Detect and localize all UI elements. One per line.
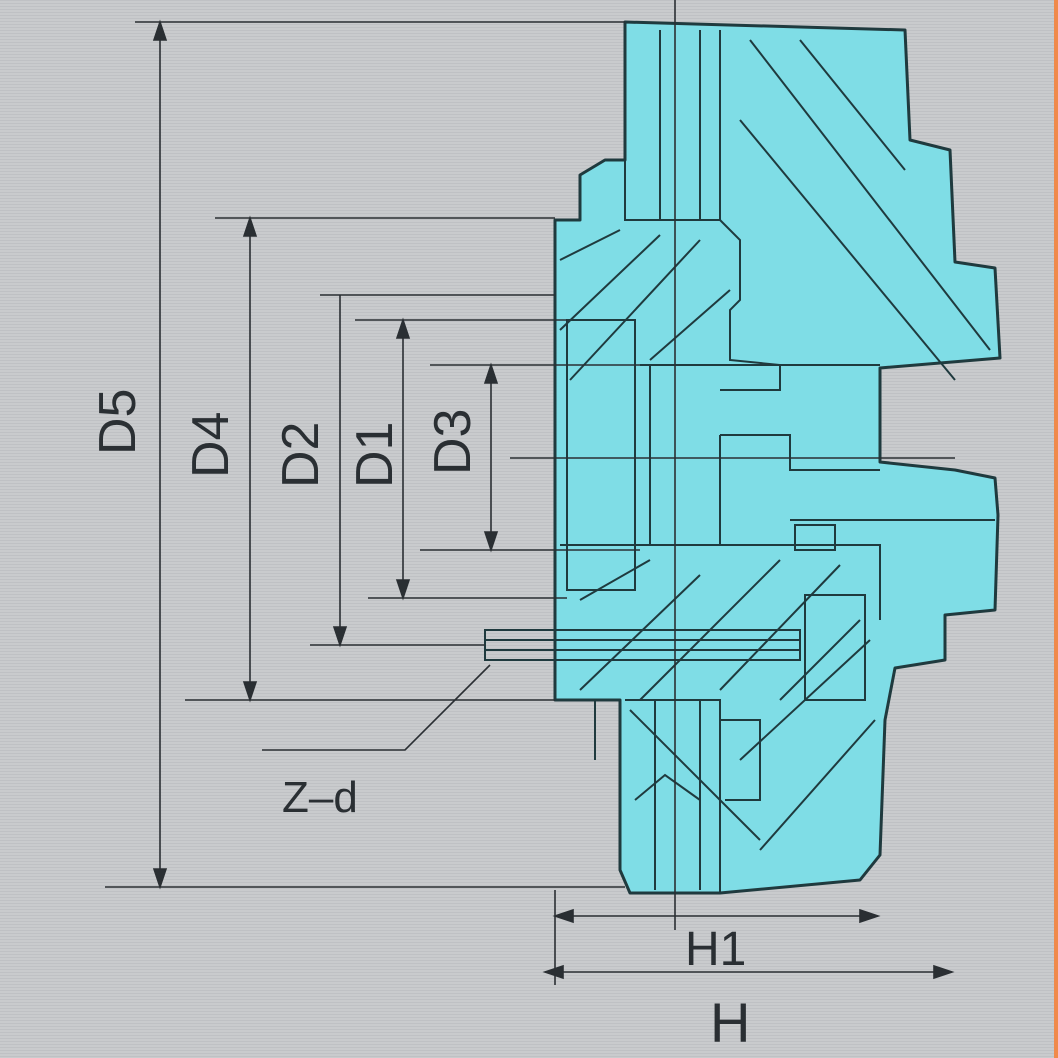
label-d5: D5 — [89, 389, 147, 455]
label-d2: D2 — [272, 422, 330, 488]
label-d3: D3 — [424, 409, 482, 475]
label-d1: D1 — [346, 422, 404, 488]
page-edge-strip — [1054, 0, 1058, 1058]
dimension-lines — [105, 0, 955, 985]
section-lines — [484, 22, 995, 893]
label-z-d: Z–d — [282, 773, 358, 822]
label-d4: D4 — [182, 412, 240, 478]
label-h: H — [710, 991, 750, 1054]
label-h1: H1 — [685, 923, 746, 976]
